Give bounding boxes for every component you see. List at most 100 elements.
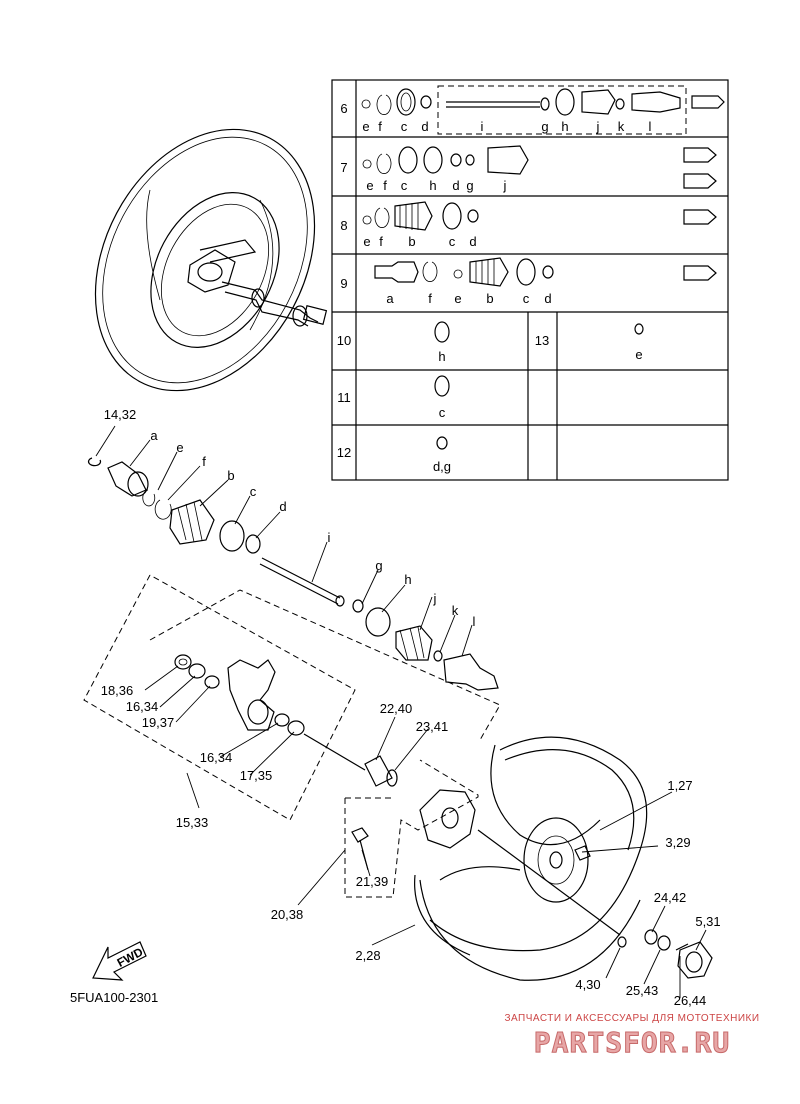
callout-16-34-lower: 16,34 — [200, 750, 233, 765]
knuckle-leader-lines — [144, 665, 429, 809]
callout-j: j — [433, 591, 437, 606]
drive-shaft-exploded-parts — [87, 457, 499, 691]
row-6-letter-d: d — [421, 119, 428, 134]
callout-1-27: 1,27 — [667, 778, 692, 793]
row-6-letter-l: l — [649, 119, 652, 134]
callout-17-35: 17,35 — [240, 768, 273, 783]
watermark: ЗАПЧАСТИ И АКСЕССУАРЫ ДЛЯ МОТОТЕХНИКИ PA… — [504, 1013, 759, 1060]
row-7-letters: e f c h d g j — [366, 178, 506, 193]
row-6-letter-k: k — [618, 119, 625, 134]
table-row-7-number: 7 — [340, 160, 347, 175]
callout-d: d — [279, 499, 286, 514]
shaft-group-outline — [149, 589, 501, 741]
wheel-callouts: 1,27 3,29 24,42 5,31 2,28 4,30 25,43 26,… — [271, 778, 721, 1008]
callout-k: k — [452, 603, 459, 618]
callout-4-30: 4,30 — [575, 977, 600, 992]
fwd-label: FWD — [115, 945, 146, 970]
callout-l: l — [473, 614, 476, 629]
row-9-letter-c: c — [523, 291, 530, 306]
row-8-letter-c: c — [449, 234, 456, 249]
callout-26-44: 26,44 — [674, 993, 707, 1008]
table-row-11-number: 11 — [337, 390, 351, 405]
callout-2-28: 2,28 — [355, 948, 380, 963]
table-row-8-number: 8 — [340, 218, 347, 233]
row-8-letter-e: e — [363, 234, 370, 249]
table-row-6-number: 6 — [340, 101, 347, 116]
table-row-12-number: 12 — [337, 445, 351, 460]
callout-g: g — [375, 558, 382, 573]
row-11-letter-c: c — [439, 405, 446, 420]
callout-b: b — [227, 468, 234, 483]
wheel-leader-lines — [297, 791, 707, 998]
table-row-9-number: 9 — [340, 276, 347, 291]
diagram-code: 5FUA100-2301 — [70, 990, 158, 1005]
callout-h: h — [404, 572, 411, 587]
table-row-10-number: 10 — [337, 333, 351, 348]
row-9-letter-e: e — [454, 291, 461, 306]
watermark-brand: PARTSFOR.RU — [534, 1026, 730, 1059]
row-10-letter-h: h — [438, 349, 445, 364]
row-6-letter-f: f — [378, 119, 382, 134]
knuckle-callouts: 18,36 16,34 19,37 16,34 17,35 15,33 22,4… — [101, 683, 449, 830]
row-9-letter-f: f — [428, 291, 432, 306]
row-7-letter-h: h — [429, 178, 436, 193]
row-8-letters: e f b c d — [363, 234, 476, 249]
row-6-letter-i: i — [481, 119, 484, 134]
callout-c: c — [250, 484, 257, 499]
callout-20-38: 20,38 — [271, 907, 304, 922]
row-7-letter-d: d — [452, 178, 459, 193]
callout-15-33: 15,33 — [176, 815, 209, 830]
row-8-letter-f: f — [379, 234, 383, 249]
row-6-letter-h: h — [561, 119, 568, 134]
front-wheel-assembly-illustration — [94, 128, 328, 392]
table-row-13-number: 13 — [535, 333, 549, 348]
rear-wheel-rim — [414, 736, 648, 981]
row-6-letter-e: e — [362, 119, 369, 134]
row-9-letter-a: a — [386, 291, 394, 306]
callout-19-37: 19,37 — [142, 715, 175, 730]
row-7-letter-c: c — [401, 178, 408, 193]
row-9-letter-d: d — [544, 291, 551, 306]
shaft-leader-lines — [95, 425, 473, 657]
row-8-parts-illustration — [362, 201, 717, 231]
row-12-letter-dg: d,g — [433, 459, 451, 474]
callout-24-42: 24,42 — [654, 890, 687, 905]
row-7-letter-j: j — [503, 178, 507, 193]
callout-22-40: 22,40 — [380, 701, 413, 716]
callout-18-36: 18,36 — [101, 683, 134, 698]
callout-3-29: 3,29 — [665, 835, 690, 850]
callout-e: e — [176, 440, 183, 455]
forward-direction-arrow: FWD — [92, 941, 147, 981]
wheel-fastener-parts — [617, 929, 713, 979]
row-7-letter-e: e — [366, 178, 373, 193]
callout-a: a — [150, 428, 158, 443]
callout-f: f — [202, 454, 206, 469]
kit-composition-table: 6 7 8 9 10 11 12 13 e f c d — [331, 79, 729, 481]
row-7-parts-illustration — [362, 145, 717, 189]
row-8-letter-b: b — [408, 234, 415, 249]
row-9-parts-illustration — [374, 257, 717, 287]
callout-21-39: 21,39 — [356, 874, 389, 889]
row-6-letter-c: c — [401, 119, 408, 134]
row-6-parts-illustration — [361, 85, 725, 135]
callout-16-34-upper: 16,34 — [126, 699, 159, 714]
callout-23-41: 23,41 — [416, 719, 449, 734]
row-6-letter-j: j — [596, 119, 600, 134]
callout-i: i — [328, 530, 331, 545]
row-7-letter-g: g — [466, 178, 473, 193]
row-13-letter-e: e — [635, 347, 642, 362]
rows-10-13-parts-illustration — [434, 321, 644, 450]
callout-14-32: 14,32 — [104, 407, 137, 422]
callout-25-43: 25,43 — [626, 983, 659, 998]
callout-5-31: 5,31 — [695, 914, 720, 929]
row-6-letter-g: g — [541, 119, 548, 134]
row-8-letter-d: d — [469, 234, 476, 249]
knuckle-group-outline — [83, 574, 356, 821]
steering-knuckle-parts — [174, 654, 398, 787]
watermark-tagline: ЗАПЧАСТИ И АКСЕССУАРЫ ДЛЯ МОТОТЕХНИКИ — [504, 1013, 759, 1024]
row-7-letter-f: f — [383, 178, 387, 193]
row-6-letters: e f c d i g h j k l — [362, 119, 651, 134]
hub-group-outline — [344, 759, 479, 898]
shaft-callouts: 14,32 a e f b c d i g h j k l — [104, 407, 476, 629]
